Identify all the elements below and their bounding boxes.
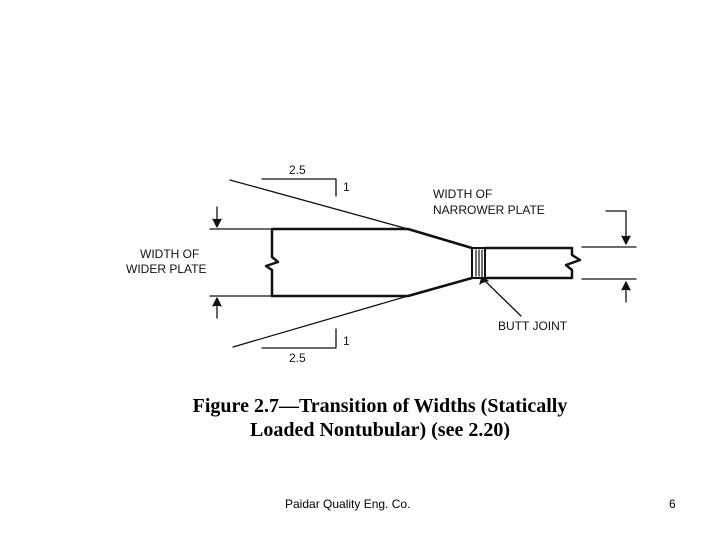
top-slope-line (229, 179, 409, 230)
butt-joint-leader (479, 276, 522, 317)
wider-plate-label-line1: WIDTH OF (140, 247, 199, 261)
figure-caption-line2: Loaded Nontubular) (see 2.20) (249, 419, 510, 441)
bottom-ratio-rise-label: 1 (343, 334, 350, 348)
narrower-plate-label-line2: NARROWER PLATE (433, 203, 545, 217)
bottom-ratio-run-label: 2.5 (289, 351, 306, 365)
bottom-slope-line (232, 295, 409, 348)
top-ratio-run-label: 2.5 (289, 163, 306, 177)
butt-joint-label: BUTT JOINT (498, 319, 568, 333)
footer-company: Paidar Quality Eng. Co. (285, 497, 411, 511)
bottom-ratio-bracket (261, 328, 337, 349)
page-number: 6 (669, 497, 676, 511)
narrower-plate-outline (483, 246, 582, 280)
narrower-plate-label-line1: WIDTH OF (433, 187, 492, 201)
narrower-plate-dimension (581, 210, 637, 303)
wider-plate-outline (264, 227, 474, 298)
top-ratio-bracket (261, 178, 337, 197)
wider-plate-dimension (209, 206, 273, 319)
figure-caption-line1: Figure 2.7—Transition of Widths (Statica… (192, 395, 568, 417)
butt-joint-weld (471, 247, 486, 279)
wider-plate-label-line2: WIDER PLATE (126, 262, 206, 276)
top-ratio-rise-label: 1 (343, 180, 350, 194)
wider-plate-bottom-edge (270, 276, 474, 298)
